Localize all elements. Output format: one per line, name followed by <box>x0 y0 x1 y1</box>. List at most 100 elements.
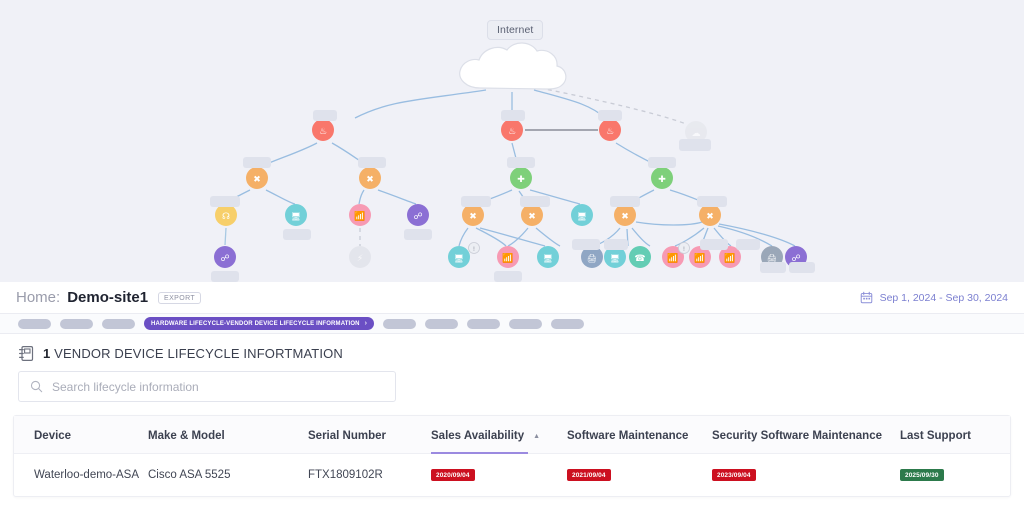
node-stub-label <box>404 229 432 240</box>
svg-text:✖: ✖ <box>366 175 374 185</box>
svg-text:🖥: 🖥 <box>291 212 301 221</box>
lifecycle-table: Device Make & Model Serial Number Sales … <box>14 416 1010 495</box>
breadcrumb-pill-placeholder[interactable] <box>18 318 51 329</box>
sort-ascending-icon[interactable]: ▲ <box>533 432 541 440</box>
svg-text:☍: ☍ <box>413 212 422 222</box>
svg-text:⚡: ⚡ <box>357 254 363 264</box>
svg-text:🖥: 🖥 <box>454 254 464 263</box>
section-title: 1 VENDOR DEVICE LIFECYCLE INFORTMATION <box>43 346 343 361</box>
node-switch: ✖✖ ✖✖ ✖✖ <box>246 167 721 226</box>
breadcrumb-pill-active[interactable]: HARDWARE LIFECYCLE-VENDOR DEVICE LIFECYC… <box>144 317 375 330</box>
page-title: Demo-site1 <box>67 289 149 306</box>
internet-cloud-icon <box>459 42 567 90</box>
column-header-make-model[interactable]: Make & Model <box>148 416 308 454</box>
breadcrumb-pill-placeholder[interactable] <box>551 318 585 329</box>
column-label: Software Maintenance <box>567 430 689 442</box>
cell-last-support: 2025/09/30 <box>900 454 1010 496</box>
lifecycle-section: 1 VENDOR DEVICE LIFECYCLE INFORTMATION <box>0 334 1024 402</box>
svg-text:🖥: 🖥 <box>610 254 620 263</box>
node-stub-label <box>283 229 311 240</box>
section-count: 1 <box>43 346 51 361</box>
svg-text:✖: ✖ <box>469 212 477 222</box>
search-icon <box>30 380 43 393</box>
section-heading: 1 VENDOR DEVICE LIFECYCLE INFORTMATION <box>0 334 1024 362</box>
svg-text:☍: ☍ <box>791 254 800 264</box>
node-wifi: 📶📶 📶📶 📶 <box>349 204 741 268</box>
breadcrumb-pill-placeholder[interactable] <box>467 318 501 329</box>
svg-text:!: ! <box>683 246 685 253</box>
breadcrumb-pill-placeholder[interactable] <box>102 318 135 329</box>
column-label: Last Support <box>900 430 971 442</box>
node-stub-label <box>461 196 491 207</box>
column-header-last-support[interactable]: Last Support <box>900 416 1010 454</box>
search-input[interactable] <box>52 379 384 394</box>
svg-text:✖: ✖ <box>253 175 261 185</box>
svg-text:🖨: 🖨 <box>767 254 777 263</box>
svg-text:✖: ✖ <box>528 212 536 222</box>
node-stub-label <box>501 110 525 121</box>
breadcrumb-home[interactable]: Home: <box>16 289 61 306</box>
search-box[interactable] <box>18 371 396 402</box>
column-header-software-maintenance[interactable]: Software Maintenance <box>567 416 712 454</box>
svg-text:📶: 📶 <box>354 210 365 222</box>
cell-security-software-maintenance: 2023/09/04 <box>712 454 900 496</box>
node-alert-badge: ! ! <box>468 242 690 254</box>
column-header-security-software-maintenance[interactable]: Security Software Maintenance <box>712 416 900 454</box>
cell-serial-number: FTX1809102R <box>308 468 383 481</box>
table-header-row: Device Make & Model Serial Number Sales … <box>14 416 1010 454</box>
node-stub-label <box>210 196 240 207</box>
svg-text:☊: ☊ <box>222 212 230 222</box>
svg-text:☍: ☍ <box>220 254 229 264</box>
node-modem: ☍ ☍ ☍ <box>214 204 807 268</box>
node-cloud-offline: ☁ <box>685 121 707 143</box>
node-stub-label <box>358 157 386 168</box>
cell-device: Waterloo-demo-ASA <box>34 468 140 481</box>
svg-text:📶: 📶 <box>694 252 705 264</box>
status-badge: 2025/09/30 <box>900 469 944 481</box>
column-header-sales-availability[interactable]: Sales Availability ▲ <box>431 416 567 454</box>
topology-canvas: ♨ ♨ ♨ ☁ ✖✖ ✖✖ ✖✖ <box>214 42 807 268</box>
column-header-device[interactable]: Device <box>14 416 148 454</box>
column-header-serial-number[interactable]: Serial Number <box>308 416 431 454</box>
network-topology-panel[interactable]: ♨ ♨ ♨ ☁ ✖✖ ✖✖ ✖✖ <box>0 0 1024 282</box>
table-body: Waterloo-demo-ASA Cisco ASA 5525 FTX1809… <box>14 454 1010 496</box>
date-range-picker[interactable]: Sep 1, 2024 - Sep 30, 2024 <box>860 291 1008 304</box>
breadcrumb-pill-placeholder[interactable] <box>509 318 543 329</box>
breadcrumb-pill-placeholder[interactable] <box>60 318 93 329</box>
svg-text:📶: 📶 <box>724 252 735 264</box>
column-label: Security Software Maintenance <box>712 430 882 442</box>
table-row[interactable]: Waterloo-demo-ASA Cisco ASA 5525 FTX1809… <box>14 454 1010 496</box>
internet-node-label: Internet <box>487 20 544 40</box>
date-range-label: Sep 1, 2024 - Sep 30, 2024 <box>879 291 1008 304</box>
node-stub-label <box>598 110 622 121</box>
svg-text:♨: ♨ <box>319 127 327 137</box>
svg-text:🖨: 🖨 <box>587 254 597 263</box>
node-stub-label <box>610 196 640 207</box>
column-label: Device <box>34 430 72 442</box>
table-head: Device Make & Model Serial Number Sales … <box>14 416 1010 454</box>
breadcrumb-pill-placeholder[interactable] <box>383 318 417 329</box>
breadcrumb-pills-row: HARDWARE LIFECYCLE-VENDOR DEVICE LIFECYC… <box>0 314 1024 334</box>
node-stub-label <box>760 262 786 273</box>
node-stub-label <box>507 157 535 168</box>
node-stub-label <box>700 239 728 250</box>
node-stub-label <box>697 196 727 207</box>
column-label: Make & Model <box>148 430 225 442</box>
node-stub-label <box>648 157 676 168</box>
column-label: Serial Number <box>308 430 386 442</box>
column-label: Sales Availability <box>431 430 525 442</box>
svg-text:📶: 📶 <box>667 252 678 264</box>
svg-text:♨: ♨ <box>508 127 516 137</box>
node-stub-label <box>211 271 239 282</box>
calendar-icon <box>860 291 872 304</box>
status-badge: 2021/09/04 <box>567 469 611 481</box>
svg-text:🖥: 🖥 <box>577 212 587 221</box>
node-monitor: 🖥🖥 🖥🖥 🖥 <box>285 204 626 268</box>
export-button[interactable]: EXPORT <box>158 291 202 304</box>
chevron-right-icon: › <box>364 320 368 327</box>
node-warning: ⚡ <box>349 246 371 268</box>
breadcrumb-pill-placeholder[interactable] <box>425 318 459 329</box>
lifecycle-report-icon <box>19 346 34 362</box>
node-router: ✚✚ <box>510 167 673 189</box>
